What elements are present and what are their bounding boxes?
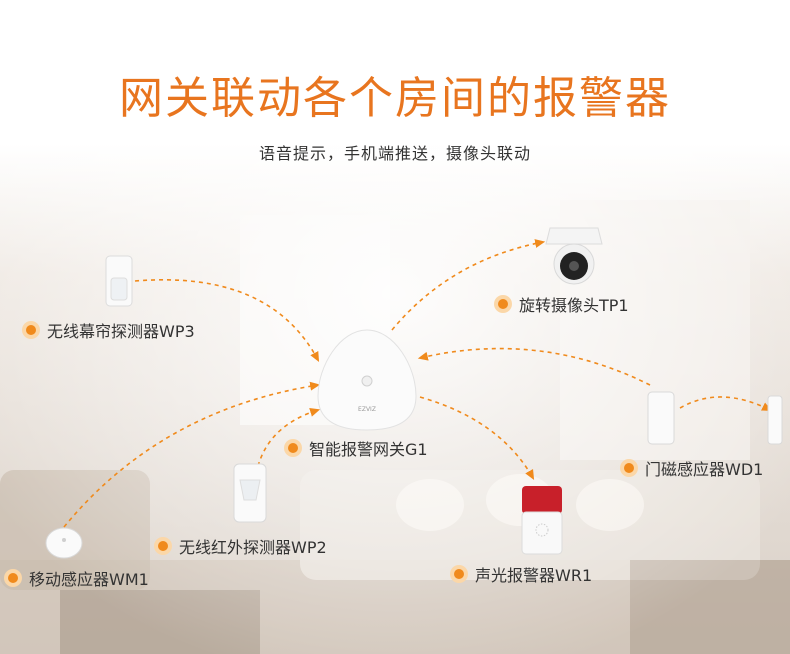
siren-label: 声光报警器WR1 xyxy=(450,562,592,586)
bullet-icon xyxy=(284,439,302,457)
curtain-detector-device xyxy=(105,255,133,307)
camera-device xyxy=(545,227,603,285)
arrow-door-to-gateway xyxy=(417,347,651,386)
motion-label: 移动感应器WM1 xyxy=(4,566,149,590)
bullet-icon xyxy=(620,459,638,477)
arrow-motion-to-gateway xyxy=(63,381,321,528)
siren-label-text: 声光报警器WR1 xyxy=(475,566,593,585)
camera-label: 旋转摄像头TP1 xyxy=(494,292,629,316)
svg-text:EZVIZ: EZVIZ xyxy=(358,406,376,413)
curtain-label: 无线幕帘探测器WP3 xyxy=(22,318,195,342)
bullet-icon xyxy=(4,569,22,587)
arrow-gateway-to-camera xyxy=(391,239,546,331)
bullet-icon xyxy=(494,295,512,313)
gateway-device: EZVIZ xyxy=(317,329,417,431)
bullet-icon xyxy=(450,565,468,583)
gateway-label-text: 智能报警网关G1 xyxy=(309,440,428,459)
motion-label-text: 移动感应器WM1 xyxy=(29,570,149,589)
arrow-door-sensors xyxy=(679,396,773,412)
door-label-text: 门磁感应器WD1 xyxy=(645,460,764,479)
bullet-icon xyxy=(22,321,40,339)
arrow-curtain-to-gateway xyxy=(134,279,320,362)
arrow-pir-to-gateway xyxy=(257,408,321,467)
curtain-label-text: 无线幕帘探测器WP3 xyxy=(47,322,195,341)
door-sensor-device xyxy=(647,391,783,445)
arrow-gateway-to-siren xyxy=(419,396,535,480)
gateway-label: 智能报警网关G1 xyxy=(284,436,428,460)
camera-label-text: 旋转摄像头TP1 xyxy=(519,296,629,315)
pir-detector-device xyxy=(233,463,267,523)
pir-label: 无线红外探测器WP2 xyxy=(154,534,327,558)
motion-sensor-device xyxy=(45,527,83,559)
page-title: 网关联动各个房间的报警器 xyxy=(119,73,671,124)
door-label: 门磁感应器WD1 xyxy=(620,456,763,480)
page-subtitle: 语音提示，手机端推送，摄像头联动 xyxy=(258,144,531,163)
pir-label-text: 无线红外探测器WP2 xyxy=(179,538,327,557)
bullet-icon xyxy=(154,537,172,555)
siren-device xyxy=(521,486,563,555)
